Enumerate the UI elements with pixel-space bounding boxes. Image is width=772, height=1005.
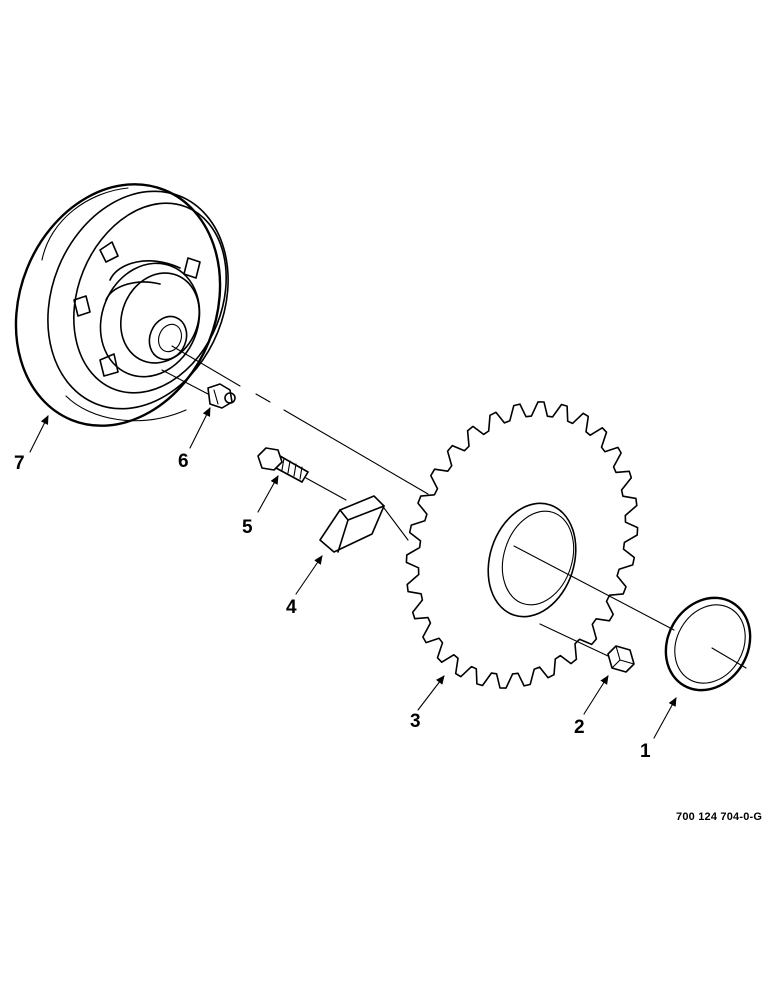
callout-7: 7 (14, 453, 25, 474)
figure-reference-number: 700 124 704-0-G (676, 811, 763, 823)
leader-2 (583, 675, 609, 715)
grease-fitting-part-6 (161, 369, 236, 409)
leader-3 (417, 675, 445, 711)
nut-part-2 (539, 623, 635, 673)
snap-ring-part-1 (664, 596, 752, 692)
leader-4 (295, 555, 323, 595)
leader-5 (257, 475, 279, 513)
leader-lines (29, 407, 677, 739)
callout-2: 2 (574, 717, 585, 738)
leader-7 (29, 415, 49, 453)
key-block-part-4 (319, 495, 409, 553)
hub-part-7 (14, 183, 229, 427)
callout-1: 1 (640, 741, 651, 762)
callout-3: 3 (410, 711, 421, 732)
sprocket-part-3 (405, 401, 639, 689)
callout-5: 5 (242, 517, 253, 538)
bolt-part-5 (257, 447, 347, 501)
leader-1 (653, 697, 677, 739)
shaft-centerline (171, 345, 747, 669)
callout-6: 6 (178, 451, 189, 472)
callout-4: 4 (286, 597, 297, 618)
leader-6 (189, 407, 211, 449)
